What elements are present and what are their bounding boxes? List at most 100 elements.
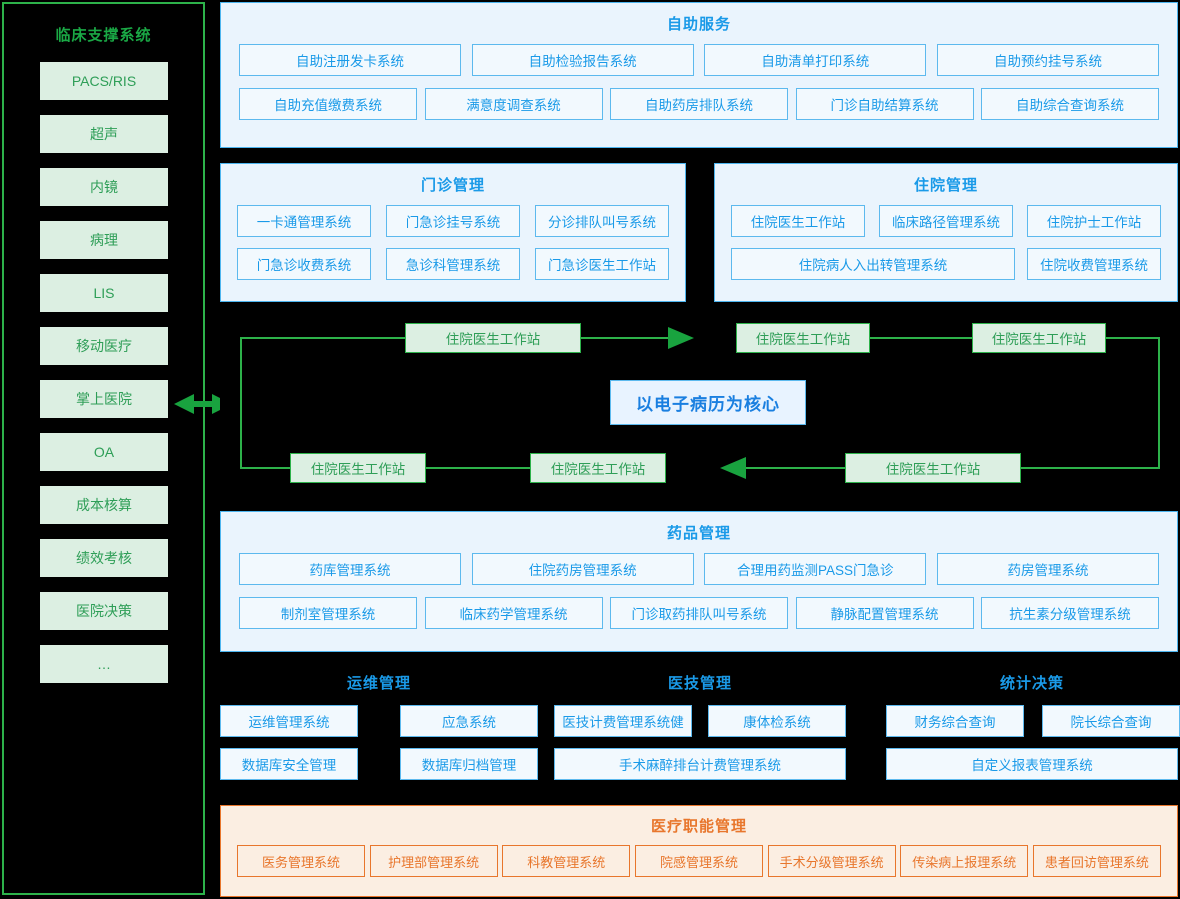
chip-inpatient-nurse-station[interactable]: 住院护士工作站	[1027, 205, 1161, 237]
sidebar-item-palm-hospital[interactable]: 掌上医院	[40, 380, 168, 418]
chip-self-pharmacy-queue[interactable]: 自助药房排队系统	[610, 88, 788, 120]
sidebar-item-pathology[interactable]: 病理	[40, 221, 168, 259]
column-statistics-decision: 统计决策 财务综合查询 院长综合查询 自定义报表管理系统	[886, 672, 1180, 791]
chip-db-security[interactable]: 数据库安全管理	[220, 748, 358, 780]
column-operations: 运维管理 运维管理系统 应急系统 数据库安全管理 数据库归档管理	[220, 672, 538, 791]
drug-title: 药品管理	[666, 525, 731, 542]
chip-inpatient-doctor-station[interactable]: 住院医生工作站	[731, 205, 865, 237]
chip-self-register-card[interactable]: 自助注册发卡系统	[239, 44, 461, 76]
arrow-right-icon	[668, 327, 694, 354]
tech-row-1: 医技计费管理系统健 康体检系统	[554, 705, 846, 737]
tech-row-2: 手术麻醉排台计费管理系统	[554, 748, 846, 780]
emr-core-box[interactable]: 以电子病历为核心	[610, 380, 806, 425]
chip-finance-query[interactable]: 财务综合查询	[886, 705, 1024, 737]
flow-line-bottom-arrowtail	[745, 467, 845, 469]
chip-outpatient-self-settle[interactable]: 门诊自助结算系统	[795, 88, 974, 120]
drug-row-2: 制剂室管理系统 临床药学管理系统 门诊取药排队叫号系统 静脉配置管理系统 抗生素…	[221, 597, 1177, 629]
stat-title: 统计决策	[999, 675, 1064, 692]
chip-outpatient-dispense-queue[interactable]: 门诊取药排队叫号系统	[610, 597, 788, 629]
sidebar-item-lis[interactable]: LIS	[40, 274, 168, 312]
chip-self-appointment[interactable]: 自助预约挂号系统	[936, 44, 1159, 76]
flow-line-top-mid-right	[870, 337, 975, 339]
sidebar-item-pacs-ris[interactable]: PACS/RIS	[40, 62, 168, 100]
flow-node-top-left[interactable]: 住院医生工作站	[405, 323, 581, 353]
chip-one-card[interactable]: 一卡通管理系统	[237, 205, 371, 237]
stat-row-2: 自定义报表管理系统	[886, 748, 1180, 780]
chip-outpatient-charging[interactable]: 门急诊收费系统	[237, 248, 371, 280]
self-service-row-1: 自助注册发卡系统 自助检验报告系统 自助清单打印系统 自助预约挂号系统	[221, 44, 1177, 76]
chip-education-research[interactable]: 科教管理系统	[502, 845, 631, 877]
flow-line-bottom-right	[1018, 467, 1160, 469]
chip-clinical-pathway[interactable]: 临床路径管理系统	[879, 205, 1013, 237]
flow-node-bottom-left[interactable]: 住院医生工作站	[290, 453, 426, 483]
self-service-title: 自助服务	[666, 16, 731, 33]
sidebar-item-more[interactable]: …	[40, 645, 168, 683]
sidebar-item-list: PACS/RIS 超声 内镜 病理 LIS 移动医疗 掌上医院 OA 成本核算 …	[40, 62, 168, 698]
flow-node-bottom-mid[interactable]: 住院医生工作站	[530, 453, 666, 483]
chip-satisfaction-survey[interactable]: 满意度调查系统	[424, 88, 603, 120]
sidebar-item-ultrasound[interactable]: 超声	[40, 115, 168, 153]
inpatient-row-1: 住院医生工作站 临床路径管理系统 住院护士工作站	[715, 205, 1177, 237]
inpatient-title: 住院管理	[913, 177, 978, 194]
chip-ops-system[interactable]: 运维管理系统	[220, 705, 358, 737]
sidebar-item-oa[interactable]: OA	[40, 433, 168, 471]
chip-inpatient-pharmacy[interactable]: 住院药房管理系统	[471, 553, 694, 585]
chip-infection-control[interactable]: 院感管理系统	[634, 845, 763, 877]
chip-nursing-dept[interactable]: 护理部管理系统	[369, 845, 498, 877]
chip-infectious-report[interactable]: 传染病上报理系统	[900, 845, 1029, 877]
flow-line-bottom-mid	[425, 467, 530, 469]
chip-outpatient-doctor-station[interactable]: 门急诊医生工作站	[535, 248, 669, 280]
sidebar-item-mobile-medical[interactable]: 移动医疗	[40, 327, 168, 365]
sidebar-item-hospital-decision[interactable]: 医院决策	[40, 592, 168, 630]
chip-self-lab-report[interactable]: 自助检验报告系统	[471, 44, 694, 76]
chip-antibiotic-grading[interactable]: 抗生素分级管理系统	[981, 597, 1159, 629]
chip-self-bill-print[interactable]: 自助清单打印系统	[704, 44, 927, 76]
ops-row-2: 数据库安全管理 数据库归档管理	[220, 748, 538, 780]
chip-pass-monitor[interactable]: 合理用药监测PASS门急诊	[704, 553, 927, 585]
chip-iv-compounding[interactable]: 静脉配置管理系统	[795, 597, 974, 629]
chip-medical-affairs[interactable]: 医务管理系统	[237, 845, 365, 877]
flow-line-bottom-left	[240, 467, 292, 469]
chip-emergency-system[interactable]: 应急系统	[400, 705, 538, 737]
chip-admission-transfer[interactable]: 住院病人入出转管理系统	[731, 248, 1015, 280]
outpatient-row-2: 门急诊收费系统 急诊科管理系统 门急诊医生工作站	[221, 248, 685, 280]
column-medical-technology: 医技管理 医技计费管理系统健 康体检系统 手术麻醉排台计费管理系统	[554, 672, 846, 791]
sidebar-item-cost-accounting[interactable]: 成本核算	[40, 486, 168, 524]
chip-health-checkup[interactable]: 康体检系统	[708, 705, 846, 737]
ops-title: 运维管理	[346, 675, 411, 692]
chip-clinical-pharmacy[interactable]: 临床药学管理系统	[424, 597, 603, 629]
outpatient-title: 门诊管理	[420, 177, 485, 194]
flow-line-left	[240, 337, 242, 469]
chip-outpatient-registration[interactable]: 门急诊挂号系统	[386, 205, 520, 237]
flow-node-bottom-right[interactable]: 住院医生工作站	[845, 453, 1021, 483]
panel-medical-function: 医疗职能管理 医务管理系统 护理部管理系统 科教管理系统 院感管理系统 手术分级…	[220, 805, 1178, 897]
chip-pharmacy-management[interactable]: 药房管理系统	[936, 553, 1159, 585]
sidebar-item-endoscopy[interactable]: 内镜	[40, 168, 168, 206]
ops-row-1: 运维管理系统 应急系统	[220, 705, 538, 737]
chip-triage-queue[interactable]: 分诊排队叫号系统	[535, 205, 669, 237]
chip-drug-warehouse[interactable]: 药库管理系统	[239, 553, 461, 585]
sidebar-item-performance[interactable]: 绩效考核	[40, 539, 168, 577]
chip-tech-billing[interactable]: 医技计费管理系统健	[554, 705, 692, 737]
emr-core-flow: 住院医生工作站 住院医生工作站 住院医生工作站 住院医生工作站 住院医生工作站 …	[220, 305, 1178, 508]
chip-surgery-grading[interactable]: 手术分级管理系统	[767, 845, 896, 877]
outpatient-row-1: 一卡通管理系统 门急诊挂号系统 分诊排队叫号系统	[221, 205, 685, 237]
chip-self-recharge[interactable]: 自助充值缴费系统	[239, 88, 417, 120]
flow-node-top-right[interactable]: 住院医生工作站	[972, 323, 1106, 353]
chip-preparation-room[interactable]: 制剂室管理系统	[239, 597, 417, 629]
chip-inpatient-charging[interactable]: 住院收费管理系统	[1027, 248, 1161, 280]
drug-row-1: 药库管理系统 住院药房管理系统 合理用药监测PASS门急诊 药房管理系统	[221, 553, 1177, 585]
chip-patient-followup[interactable]: 患者回访管理系统	[1032, 845, 1161, 877]
flow-line-top-left	[240, 337, 405, 339]
chip-director-query[interactable]: 院长综合查询	[1042, 705, 1180, 737]
flow-node-top-mid[interactable]: 住院医生工作站	[736, 323, 870, 353]
chip-emergency-dept[interactable]: 急诊科管理系统	[386, 248, 520, 280]
medical-function-title: 医疗职能管理	[650, 818, 747, 835]
arrow-left-icon	[720, 457, 746, 484]
chip-db-archive[interactable]: 数据库归档管理	[400, 748, 538, 780]
chip-anesthesia-scheduling[interactable]: 手术麻醉排台计费管理系统	[554, 748, 846, 780]
chip-custom-report[interactable]: 自定义报表管理系统	[886, 748, 1178, 780]
chip-self-query[interactable]: 自助综合查询系统	[981, 88, 1159, 120]
flow-line-top-right	[1085, 337, 1160, 339]
flow-line-top-arrowtail	[580, 337, 670, 339]
